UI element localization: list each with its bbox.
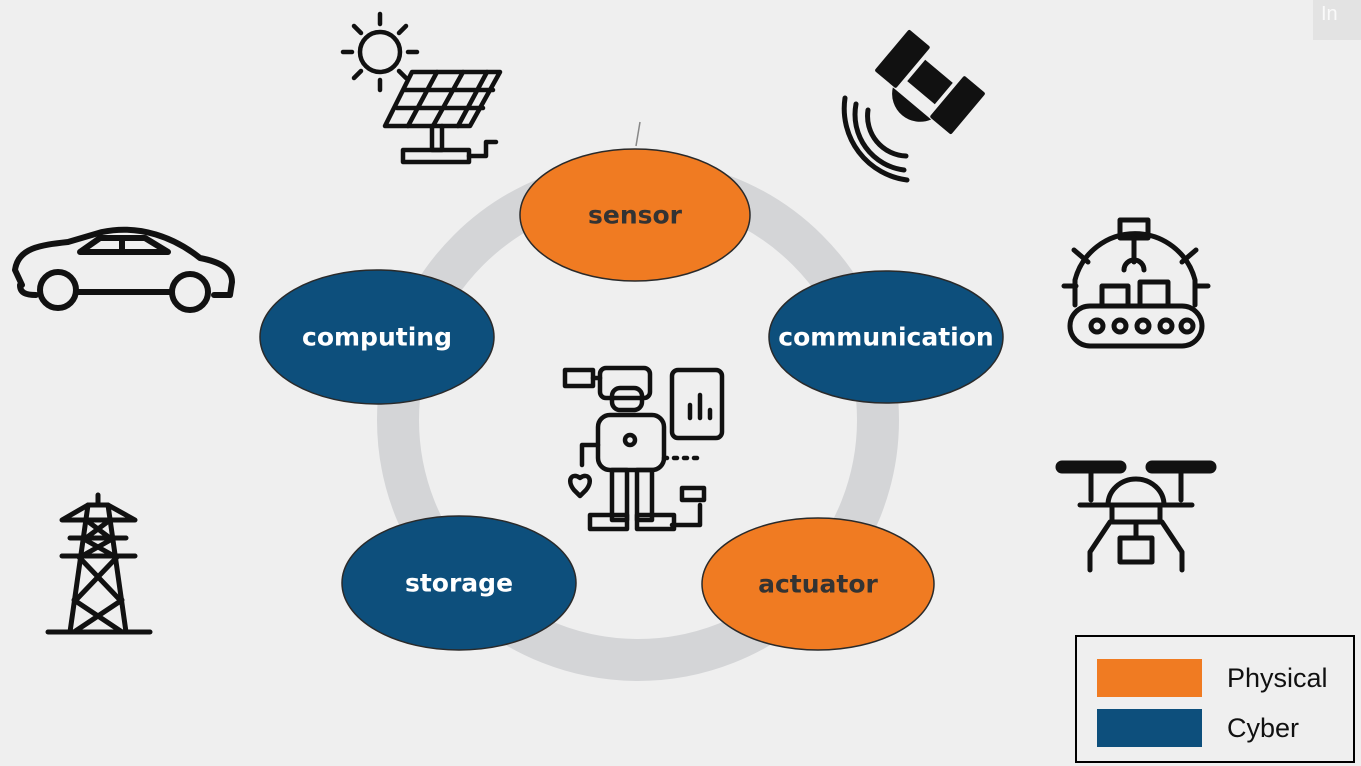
legend-swatch-cyber (1097, 709, 1202, 747)
node-sensor: sensor (519, 148, 751, 282)
car-icon (12, 226, 235, 313)
node-storage-shape (341, 515, 577, 651)
drone-icon (1055, 460, 1217, 573)
node-sensor-shape (519, 148, 751, 282)
factory-robot-icon (1061, 217, 1211, 349)
node-actuator-label: actuator (758, 570, 878, 599)
legend-item-cyber: Cyber (1097, 707, 1299, 749)
node-computing: computing (259, 269, 495, 405)
node-sensor-label: sensor (588, 201, 683, 230)
node-computing-label: computing (302, 323, 452, 352)
solar-panel-icon (340, 11, 503, 165)
node-communication: communication (768, 270, 1004, 404)
power-tower-icon (45, 492, 153, 635)
node-computing-shape (259, 269, 495, 405)
legend-item-physical: Physical (1097, 657, 1328, 699)
satellite-icon (841, 29, 985, 183)
node-actuator-shape (701, 517, 935, 651)
legend: Physical Cyber (1075, 635, 1355, 763)
legend-label-cyber: Cyber (1227, 712, 1300, 743)
legend-label-physical: Physical (1227, 662, 1328, 693)
node-storage: storage (341, 515, 577, 651)
engineer-icon (562, 365, 725, 532)
tick-mark (635, 121, 641, 147)
node-actuator: actuator (701, 517, 935, 651)
node-communication-shape (768, 270, 1004, 404)
legend-swatch-physical (1097, 659, 1202, 697)
node-storage-label: storage (405, 569, 513, 598)
corner-tab[interactable]: In (1313, 0, 1361, 40)
node-communication-label: communication (778, 323, 993, 352)
